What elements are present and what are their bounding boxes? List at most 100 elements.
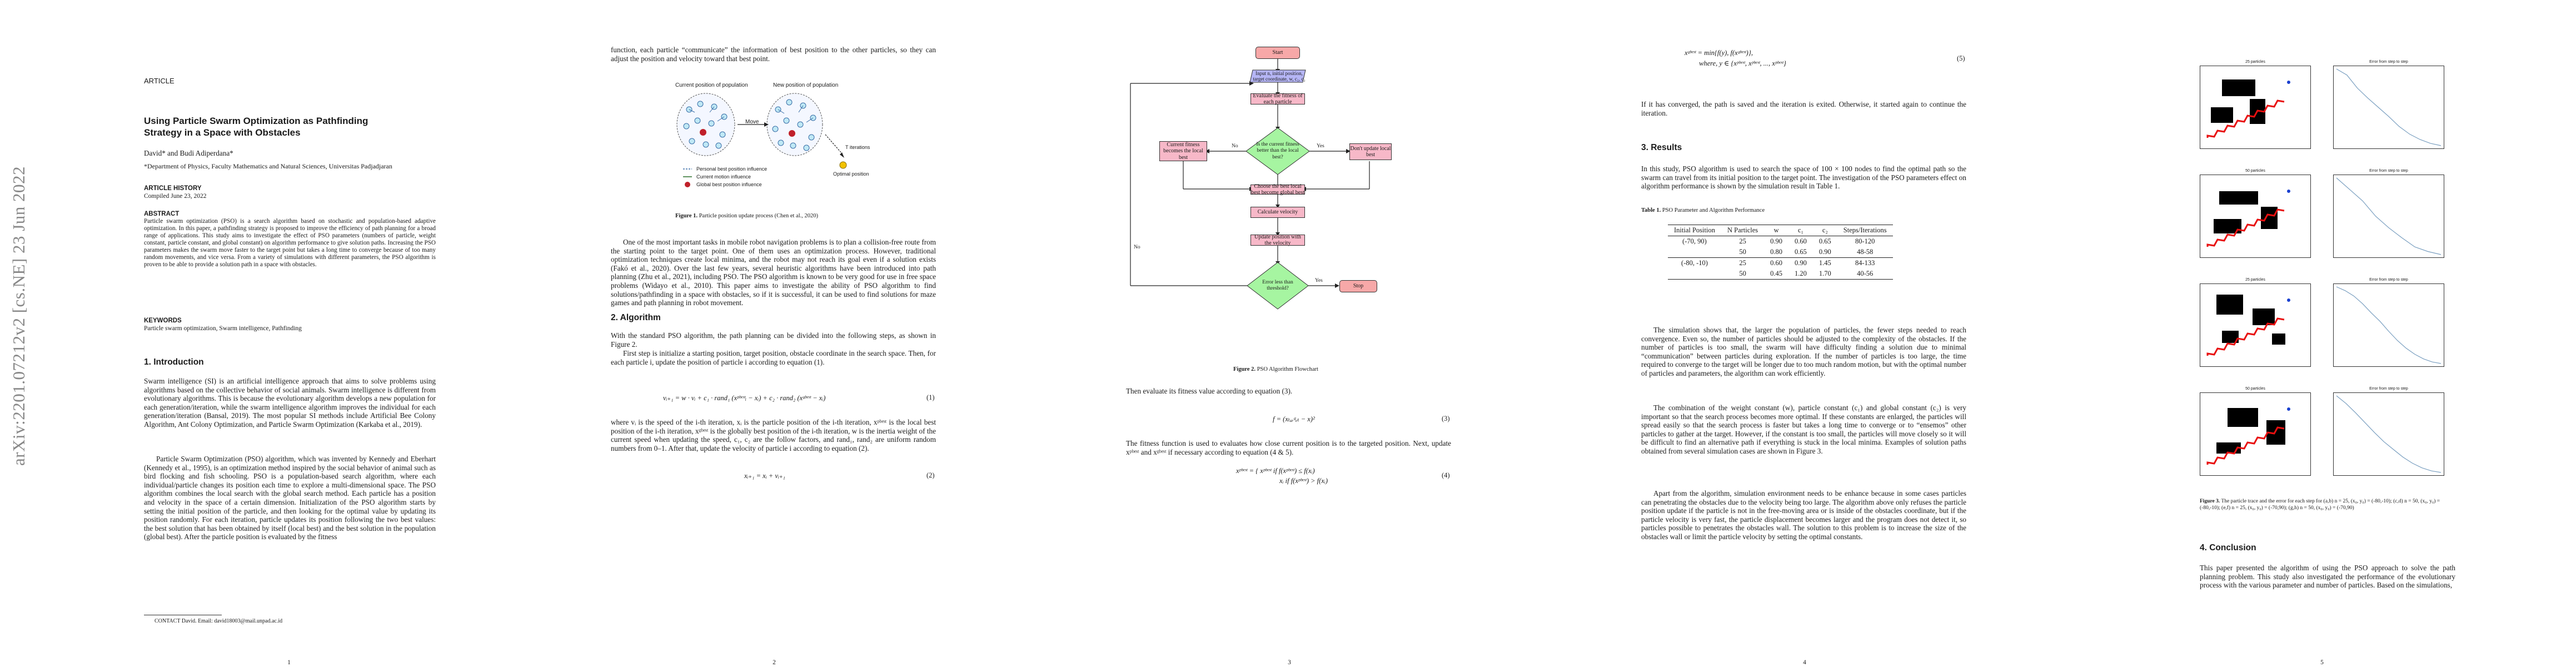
particle-trace — [2206, 208, 2285, 247]
flow-decision-threshold: Error less than threshold? — [1262, 279, 1293, 292]
arxiv-sidebar: arXiv:2201.07212v2 [cs.NE] 23 Jun 2022 — [8, 166, 30, 467]
sim-panel-title: 25 particles — [2245, 60, 2265, 64]
page-number: 2 — [773, 659, 776, 666]
equation-2-number: (2) — [926, 471, 935, 479]
table-cell: 0.60 — [1770, 259, 1783, 267]
sim-panel — [2200, 392, 2311, 476]
table-cell: 80-120 — [1855, 237, 1875, 245]
page-3: Start Input n, initial position, target … — [1030, 0, 1546, 667]
fig1-caption-label: Figure 1. — [675, 213, 698, 219]
page-2: function, each particle “communicate” th… — [515, 0, 1030, 667]
table-cell: 0.80 — [1770, 248, 1783, 256]
table-cell: 40-56 — [1857, 270, 1874, 277]
table-header-cell: c₁ — [1798, 226, 1803, 234]
obstacle — [2219, 191, 2258, 205]
conclusion-paragraph: This paper presented the algorithm of us… — [2200, 564, 2455, 590]
error-chart-frame — [2333, 66, 2444, 149]
table-cell: 1.20 — [1795, 270, 1807, 277]
history-date: Compiled June 23, 2022 — [144, 193, 207, 200]
error-chart — [2333, 283, 2444, 367]
table-cell: 25 — [1739, 259, 1746, 267]
table-cell: 0.90 — [1818, 248, 1831, 256]
table-cell: 48-58 — [1857, 248, 1874, 256]
error-chart — [2333, 392, 2444, 476]
equation-1: vᵢ₊₁ = w · vᵢ + c₁ · rand₁ (xᵖᵇᵉˢᵗᵢ − xᵢ… — [663, 394, 826, 402]
fig1-optimal-label: Optimal position — [833, 171, 869, 177]
fig1-label-left: Current position of population — [675, 82, 748, 88]
fig2-caption-text: PSO Algorithm Flowchart — [1257, 366, 1318, 372]
figure-1: Current position of population New posit… — [675, 82, 881, 210]
target-point — [2287, 407, 2290, 411]
table-cell — [1668, 268, 1721, 280]
footnote: CONTACT David. Email: david18003@mail.un… — [155, 618, 283, 624]
page3-paragraph-2: The fitness function is used to evaluate… — [1126, 439, 1451, 456]
keywords-heading: KEYWORDS — [144, 317, 182, 324]
table-cell: 0.65 — [1795, 248, 1807, 256]
flow-current-local-best: Current fitness becomes the local best — [1159, 141, 1207, 161]
results-heading: 3. Results — [1641, 143, 1682, 152]
flow-yes-label: Yes — [1317, 143, 1324, 149]
obstacle — [2216, 295, 2243, 315]
algorithm-heading: 2. Algorithm — [611, 313, 661, 322]
flow-start: Start — [1255, 47, 1300, 59]
error-chart — [2333, 66, 2444, 149]
equation-4-line-1: xᵖᵇᵉˢᵗ = { xᵖᵇᵉˢᵗ if f(xᵖᵇᵉˢᵗ) ≤ f(xᵢ) — [1236, 467, 1315, 475]
error-chart-title: Error from step to step — [2369, 387, 2408, 391]
fig1-caption-text: Particle position update process (Chen e… — [699, 213, 819, 219]
authors: David* and Budi Adiperdana* — [144, 149, 233, 157]
flow-dont-update: Don't update local best — [1349, 143, 1392, 160]
fig1-iterations-label: T iterations — [845, 145, 870, 150]
error-chart — [2333, 175, 2444, 258]
obstacle — [2261, 207, 2278, 229]
equation-5-line-1: xᵍᵇᵉˢᵗ = min{f(y), f(xᵍᵇᵉˢᵗ)}, — [1685, 49, 1753, 57]
table-header-cell: N Particles — [1727, 226, 1758, 234]
abstract-text: Particle swarm optimization (PSO) is a s… — [144, 218, 436, 268]
page4-paragraph-1: If it has converged, the path is saved a… — [1641, 100, 1966, 117]
flow-choose-global-best: Choose the best local best become global… — [1250, 183, 1305, 196]
keywords-text: Particle swarm optimization, Swarm intel… — [144, 325, 302, 332]
error-chart-frame — [2333, 392, 2444, 476]
particle-trace — [2206, 426, 2285, 465]
table-cell: 50 — [1739, 248, 1746, 256]
fig1-diagram — [676, 93, 847, 187]
error-chart-title: Error from step to step — [2369, 60, 2408, 64]
sim-frame — [2200, 392, 2311, 476]
flow-calc-velocity: Calculate velocity — [1250, 207, 1305, 218]
table-header-cell: c₂ — [1822, 226, 1828, 234]
obstacle — [2222, 331, 2239, 343]
equation-5-line-2: where, y ∈ {xᵖᵇᵉˢᵗ, xᵖᵇᵉˢᵗ, ..., xᵖᵇᵉˢᵗ} — [1699, 59, 1786, 67]
table-cell: (-80, -10) — [1681, 259, 1708, 267]
obstacle — [2211, 107, 2233, 123]
target-point — [2287, 81, 2290, 84]
obstacle — [2253, 308, 2275, 325]
flow-input: Input n, initial position, target coordi… — [1253, 71, 1306, 82]
table-cell: 25 — [1739, 237, 1746, 245]
table-cell: 84-133 — [1855, 259, 1875, 267]
fig1-label-right: New position of population — [773, 82, 839, 88]
particle-trace — [2206, 99, 2285, 138]
equation-5-number: (5) — [1957, 54, 1965, 62]
particle-trace — [2206, 317, 2285, 356]
sim-frame — [2200, 175, 2311, 258]
page2-top-text: function, each particle “communicate” th… — [611, 46, 936, 63]
flow-decision-local-best: Is the current fitness better than the l… — [1256, 141, 1299, 160]
affiliation: *Department of Physics, Faculty Mathemat… — [144, 162, 392, 170]
obstacle — [2222, 79, 2255, 96]
article-category: ARTICLE — [144, 77, 175, 85]
table-cell: 0.65 — [1818, 237, 1831, 245]
algorithm-paragraph-1: With the standard PSO algorithm, the pat… — [611, 331, 936, 349]
flow-evaluate: Evaluate the fitness of each particle — [1250, 93, 1305, 105]
abstract-heading: ABSTRACT — [144, 211, 180, 217]
page-1: arXiv:2201.07212v2 [cs.NE] 23 Jun 2022 A… — [0, 0, 515, 667]
fig3-caption-label: Figure 3. — [2200, 499, 2220, 504]
obstacle — [2228, 408, 2258, 427]
page-4: xᵍᵇᵉˢᵗ = min{f(y), f(xᵍᵇᵉˢᵗ)}, where, y … — [1546, 0, 2061, 667]
error-line — [2336, 286, 2442, 364]
table-cell: 1.45 — [1818, 259, 1831, 267]
table-header-cell: Initial Position — [1674, 226, 1715, 234]
